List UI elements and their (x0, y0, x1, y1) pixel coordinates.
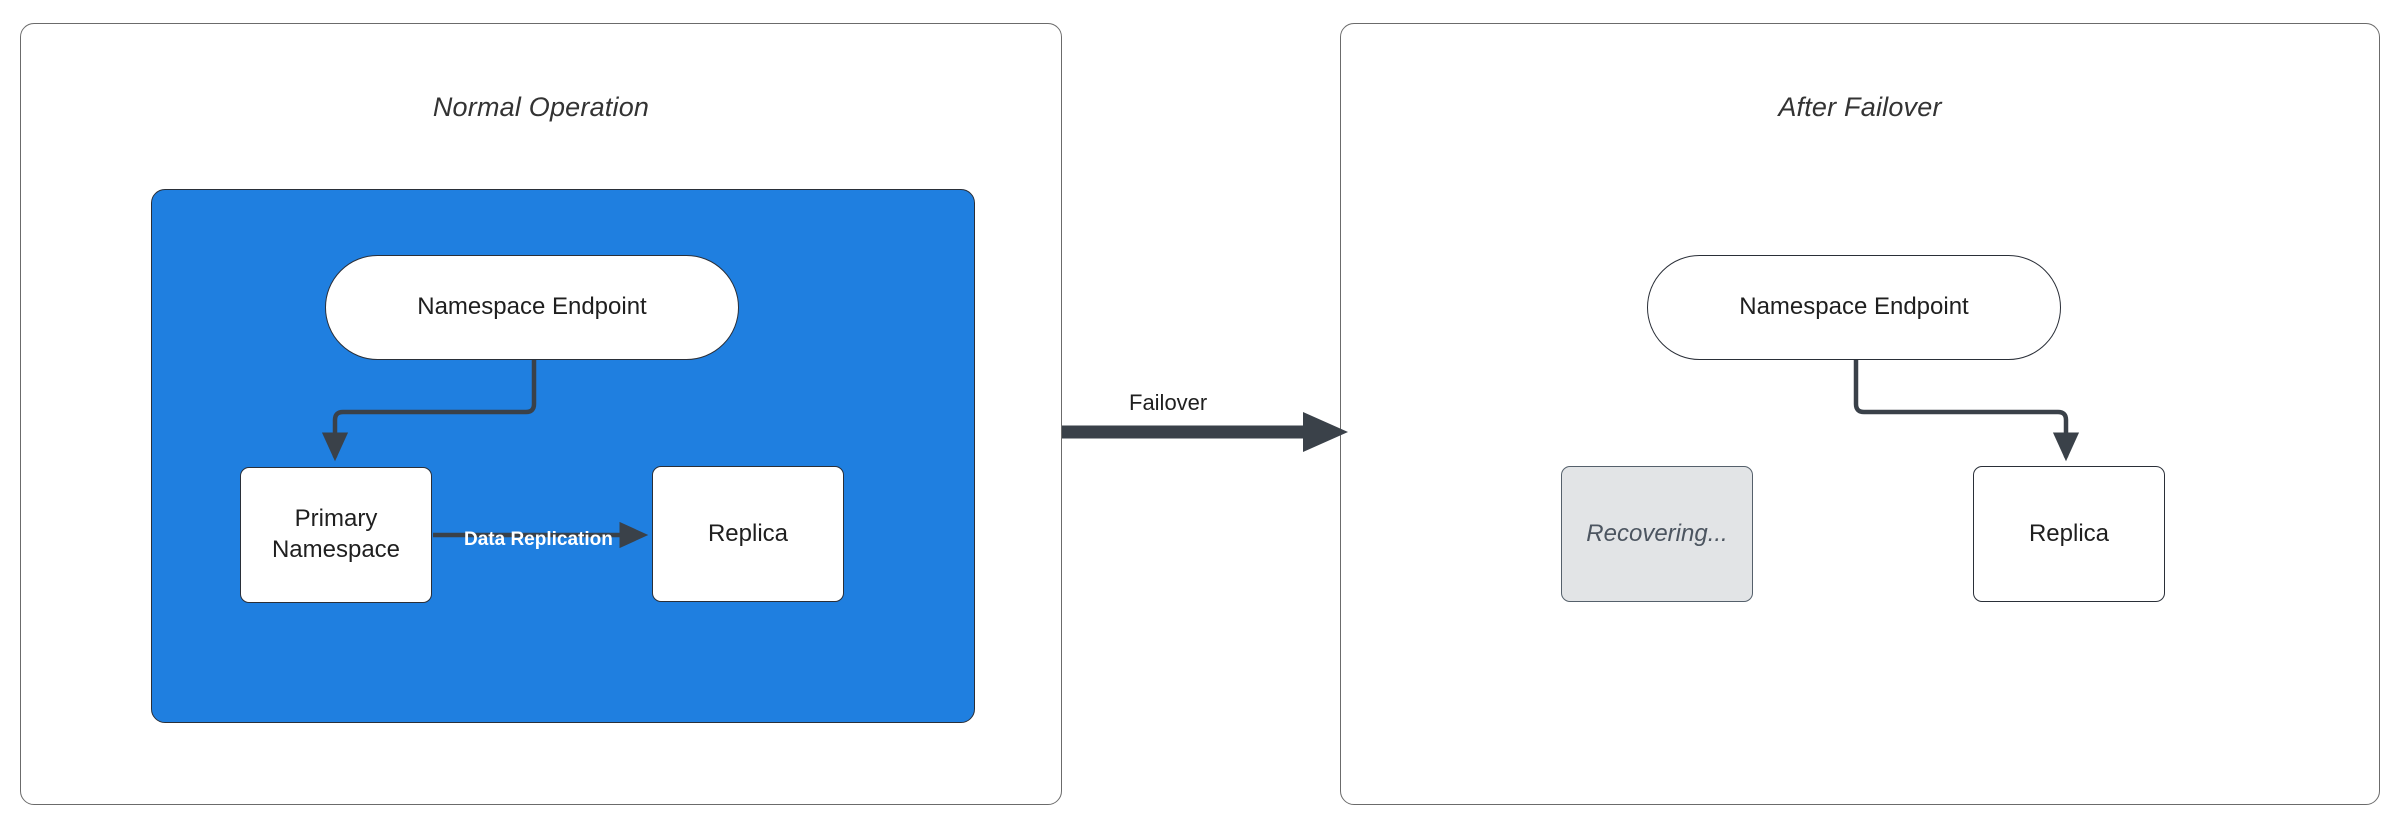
edge-label-data-replication: Data Replication (464, 529, 613, 550)
node-replica-failover[interactable]: Replica (1973, 466, 2165, 602)
node-label: Recovering... (1586, 519, 1728, 547)
node-label: Primary Namespace (272, 504, 400, 565)
node-replica-normal[interactable]: Replica (652, 466, 844, 602)
panel-title-after-failover: After Failover (1778, 92, 1942, 122)
node-namespace-endpoint-failover[interactable]: Namespace Endpoint (1647, 255, 2061, 360)
panel-normal-operation: Normal Operation (20, 23, 1062, 805)
node-label: Replica (2028, 519, 2110, 547)
node-label: Namespace Endpoint (1739, 293, 1969, 321)
panel-after-failover: After Failover (1340, 23, 2380, 805)
node-primary-namespace[interactable]: Primary Namespace (240, 467, 432, 603)
failover-arrow-icon (1062, 412, 1348, 452)
node-recovering[interactable]: Recovering... (1561, 466, 1753, 602)
node-label-line-1: Primary (294, 505, 378, 533)
node-namespace-endpoint-normal[interactable]: Namespace Endpoint (325, 255, 739, 360)
node-label: Namespace Endpoint (417, 293, 647, 321)
transition-label-failover: Failover (1129, 390, 1208, 415)
node-label-line-2: Namespace (271, 536, 401, 563)
panel-title-normal-operation: Normal Operation (432, 92, 650, 122)
node-label: Replica (707, 519, 789, 547)
